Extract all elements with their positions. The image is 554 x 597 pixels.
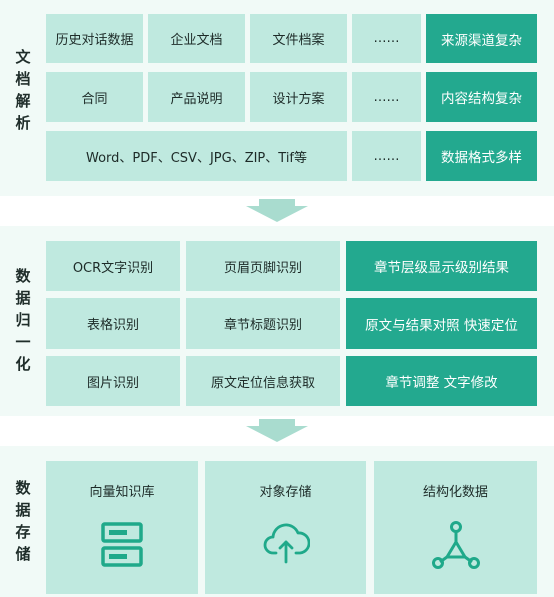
content-design-plan: 设计方案 (250, 72, 347, 122)
data-normalization-label: 数 据 归 一 化 (15, 267, 31, 373)
vector-knowledge-base: 向量知识库 (46, 461, 198, 594)
structured-data: 结构化数据 (374, 461, 537, 594)
molecule-network-icon (431, 521, 480, 569)
source-result-comparison: 原文与结果对照 快速定位 (346, 298, 537, 349)
content-contract: 合同 (46, 72, 143, 122)
data-storage-label: 数 据 存 储 (15, 479, 31, 563)
server-icon (101, 522, 143, 567)
source-location-info: 原文定位信息获取 (186, 356, 340, 406)
tag-diverse-formats: 数据格式多样 (426, 131, 537, 181)
format-list: Word、PDF、CSV、JPG、ZIP、Tif等 (46, 131, 347, 181)
chapter-title-recognition: 章节标题识别 (186, 298, 340, 349)
source-file-archive: 文件档案 (250, 14, 347, 63)
source-enterprise-docs: 企业文档 (148, 14, 245, 63)
header-footer-recognition: 页眉页脚识别 (186, 241, 340, 291)
format-ellipsis: …… (352, 131, 421, 181)
tag-complex-structure: 内容结构复杂 (426, 72, 537, 122)
ocr-recognition: OCR文字识别 (46, 241, 180, 291)
tag-complex-sources: 来源渠道复杂 (426, 14, 537, 63)
down-arrow-icon (246, 419, 308, 442)
content-ellipsis: …… (352, 72, 421, 122)
image-recognition: 图片识别 (46, 356, 180, 406)
object-storage: 对象存储 (205, 461, 366, 594)
document-parsing-label: 文 档 解 析 (15, 48, 31, 132)
content-product-manual: 产品说明 (148, 72, 245, 122)
chapter-level-display: 章节层级显示级别结果 (346, 241, 537, 291)
down-arrow-icon (246, 199, 308, 222)
chapter-adjust-edit: 章节调整 文字修改 (346, 356, 537, 406)
table-recognition: 表格识别 (46, 298, 180, 349)
cloud-upload-icon (263, 523, 310, 564)
source-ellipsis: …… (352, 14, 421, 63)
source-history-chat: 历史对话数据 (46, 14, 143, 63)
